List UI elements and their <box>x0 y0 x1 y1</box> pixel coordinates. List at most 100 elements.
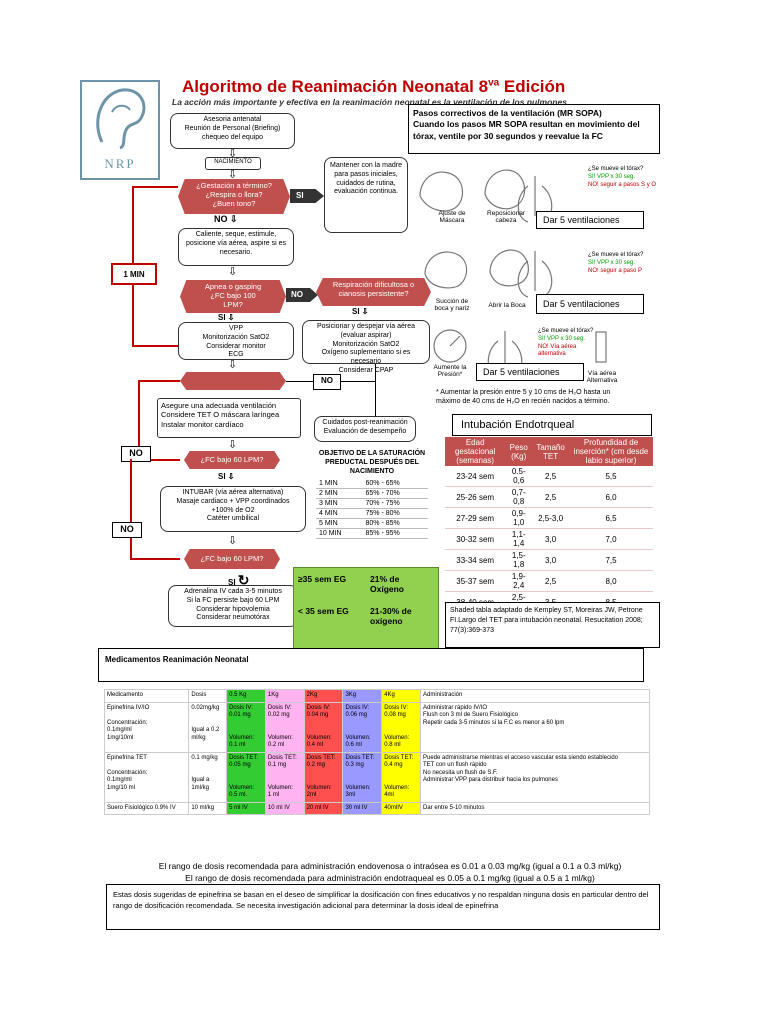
meds-cell: Dosis TET: 0.05 mg Volumen: 0.5 ml. <box>226 751 266 803</box>
si-arrow: SI <box>290 189 324 203</box>
airway-device <box>595 331 607 363</box>
arrow-down-icon: ⇩ <box>228 535 238 547</box>
saturation-title: OBJETIVO DE LA SATURACIÓN PREDUCTAL DESP… <box>318 450 426 476</box>
oxygen-age: ≥35 sem EG <box>298 574 347 584</box>
intubation-cell: 2,5-3,0 <box>532 507 570 529</box>
intubation-cell: 3,0 <box>532 528 570 550</box>
saturation-range: 75% - 80% <box>362 508 428 520</box>
label-presion: Aumente la Presión* <box>433 364 467 378</box>
saturation-range: 65% - 70% <box>362 488 428 500</box>
antenatal-box: Asesoria antenatal Reunión de Personal (… <box>170 113 295 149</box>
meds-header: Medicamento <box>103 689 190 703</box>
meds-cell: 0.1 mg/kg Igual a 1ml/kg <box>188 751 228 803</box>
title-sup: va <box>488 77 500 89</box>
q-text: ¿Se mueve el tórax? <box>538 328 594 334</box>
meds-cell: Dosis IV: 0.02 mg Volumen: 0.2 ml <box>264 701 305 753</box>
no-bracket2-bottom <box>130 558 180 560</box>
saturation-range: 80% - 85% <box>362 518 428 530</box>
one-min-label: 1 MIN <box>111 263 157 285</box>
meds-row: Epinefrina TET Concentración: 0.1mg/ml 1… <box>103 751 650 803</box>
si-text: SI! VPP x 30 seg. <box>538 335 585 342</box>
dose-note-1: El rango de dosis recomendada para admin… <box>158 861 622 871</box>
head-outline-4 <box>489 249 529 287</box>
page-title: Algoritmo de Reanimación Neonatal 8va Ed… <box>182 77 565 97</box>
no-text: NO! Vía aérea alternativa <box>538 343 577 358</box>
meds-header: 1Kg <box>264 689 305 703</box>
meds-header: Dosis <box>188 689 228 703</box>
baby-face-icon <box>96 88 146 150</box>
no-label-left-2: NO <box>112 522 142 538</box>
chest-q-1: ¿Se mueve el tórax? SI! VPP x 30 seg. NO… <box>588 166 660 189</box>
no-box: NO <box>313 374 341 390</box>
no-text: NO <box>291 290 303 299</box>
adrenalina-box: Adrenalina IV cada 3-5 minutos Si la FC … <box>168 585 298 627</box>
meds-cell: Dosis IV: 0.04 mg Volumen: 0.4 ml <box>303 701 344 753</box>
saturation-time: 4 MIN <box>316 508 363 520</box>
fc60-question: ¿FC bajo 60 LPM? <box>184 451 280 469</box>
intubation-cell: 1,1-1,4 <box>505 528 533 550</box>
resp-question: Respiración dificultosa o cianosis persi… <box>316 278 431 306</box>
no-bracket-left <box>138 380 140 460</box>
meds-cell: 40mlIV <box>381 801 421 815</box>
intubation-cell: 23-24 sem <box>445 466 506 487</box>
meds-header: 0.5 Kg <box>226 689 266 703</box>
arrow-down-icon: ⇩ <box>228 148 238 160</box>
si-text: SI! VPP x 30 seg. <box>588 259 635 266</box>
vpp-box: VPP Monitorización SatO2 Considerar moni… <box>178 322 294 360</box>
si-label-5: SI ↻ <box>228 572 250 589</box>
meds-cell: Dosis IV: 0.06 mg Volumen: 0.6 ml <box>342 701 383 753</box>
intubation-cell: 0.5-0,6 <box>505 466 533 487</box>
meds-header: 4Kg <box>381 689 421 703</box>
page-subtitle: La acción más importante y efectiva en l… <box>172 97 567 107</box>
mother-box: Mantener con la madre para pasos inicial… <box>324 157 408 233</box>
meds-cell: Dosis IV: 0.08 mg Volumen: 0.8 ml <box>381 701 421 753</box>
meds-cell: 30 ml IV <box>342 801 383 815</box>
saturation-time: 5 MIN <box>316 518 363 530</box>
min-bracket-bottom <box>132 345 178 347</box>
meds-cell: Puede administrarse mientras el acceso v… <box>420 751 650 803</box>
no-arrow: NO <box>286 288 318 302</box>
manometer-needle <box>449 335 461 347</box>
intubation-header: Edad gestacional (semanas) <box>445 437 506 466</box>
si-text: SI <box>352 307 360 316</box>
disclaimer-box: Estas dosis sugeridas de epinefrina se b… <box>106 884 660 930</box>
oxygen-age: < 35 sem EG <box>298 606 349 616</box>
arrow-down-icon: ⇩ <box>228 266 238 278</box>
intubation-cell: 5,5 <box>569 466 653 487</box>
birth-box: NACIMIENTO <box>205 157 261 170</box>
intubation-cell: 7,0 <box>569 528 653 550</box>
mrsopa-header: Pasos correctivos de la ventilación (MR … <box>408 104 660 154</box>
meds-cell: Dosis IV: 0.01 mg Volumen: 0.1 ml <box>226 701 266 753</box>
intubation-header: Profundidad de inserción* (cm desde labi… <box>569 437 653 466</box>
term-question: ¿Gestación a término? ¿Respira o llora? … <box>178 179 290 214</box>
intubation-cell: 1,5-1,8 <box>505 549 533 571</box>
meds-cell: 5 ml IV <box>226 801 266 815</box>
dar-ventilaciones-1: Dar 5 ventilaciones <box>536 211 644 229</box>
intubation-cell: 2,5 <box>532 570 570 592</box>
si-text: SI! VPP x 30 seg. <box>588 173 635 180</box>
label-boca: Abrir la Boca <box>488 302 526 309</box>
saturation-range: 60% - 65% <box>362 479 428 490</box>
meds-cell: Dosis TET: 0.2 mg Volumen: 2ml <box>303 751 344 803</box>
label-cabeza: Reposicionar cabeza <box>487 210 525 224</box>
no-label-left: NO <box>121 446 151 462</box>
no-text: NO! seguir a paso P <box>588 267 643 274</box>
meds-cell: 10 ml/kg <box>188 801 228 815</box>
intubation-cell: 30-32 sem <box>445 528 506 550</box>
connector-h <box>286 381 313 382</box>
no-bracket-top <box>138 380 180 382</box>
meds-header: Administración <box>420 689 650 703</box>
head-outline-2 <box>484 169 526 210</box>
saturation-time: 10 MIN <box>316 528 363 540</box>
intubation-title: Intubación Endotrqueal <box>452 414 652 436</box>
